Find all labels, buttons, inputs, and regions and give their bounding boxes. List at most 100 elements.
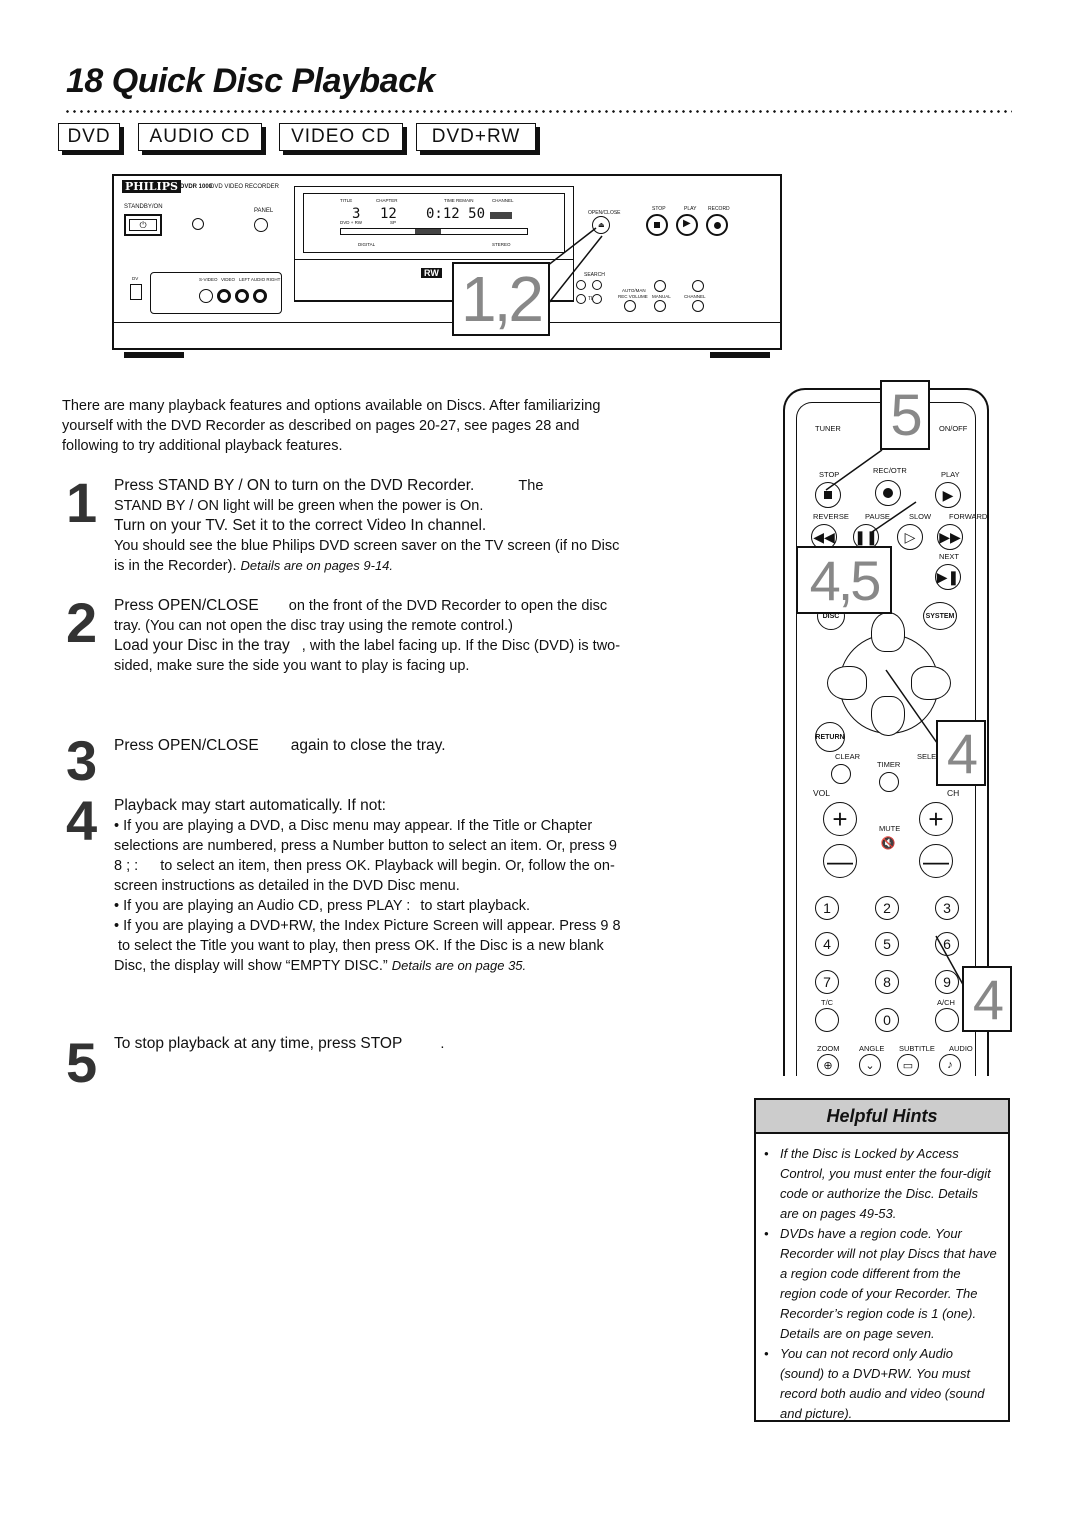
- tag-audio-cd: AUDIO CD: [138, 123, 266, 155]
- remote-stop-button: [815, 482, 841, 508]
- step-4-text: Playback may start automatically. If not…: [114, 797, 621, 974]
- display-progress-bar: [340, 228, 528, 235]
- step-4-number: 4: [66, 789, 98, 852]
- remote-reverse-button: ◀◀: [811, 524, 837, 550]
- remote-callout-5: 5: [880, 380, 930, 450]
- step-2-text: Press OPEN/CLOSE on the front of the DVD…: [114, 597, 621, 674]
- open-close-button: ⏏: [592, 216, 610, 234]
- manual-button: [654, 300, 666, 312]
- remote-num-2: 2: [875, 896, 899, 920]
- remote-callout-4-5: 4,5: [796, 546, 892, 614]
- remote-num-0: 0: [875, 1008, 899, 1032]
- remote-slow-button: ▷: [897, 524, 923, 550]
- panel-label: PANEL: [254, 208, 274, 214]
- front-inputs: S-VIDEO VIDEO LEFT AUDIO RIGHT: [150, 272, 282, 314]
- panel-button: [254, 218, 268, 232]
- display-time-value: 0:12 50: [426, 206, 486, 222]
- standby-label: STANDBY/ON: [124, 204, 163, 210]
- recorder-foot-left: [124, 352, 184, 358]
- display-channel-block: [490, 212, 512, 219]
- remote-ch-up-button: +: [919, 802, 953, 836]
- brand-logo: PHILIPS: [122, 180, 181, 193]
- step-1-text: Press STAND BY / ON to turn on the DVD R…: [114, 477, 620, 574]
- remote-mute-icon: 🔇: [879, 834, 897, 852]
- remote-record-button: [875, 480, 901, 506]
- helpful-hints-box: Helpful Hints If the Disc is Locked by A…: [754, 1098, 1010, 1422]
- remote-return-button: RETURN: [815, 722, 845, 752]
- model-label: DVDR 1000: [180, 184, 213, 190]
- display-chapter-value: 12: [380, 206, 397, 222]
- remote-clear-button: [831, 764, 851, 784]
- remote-angle-button: ⌄: [859, 1054, 881, 1076]
- rec-volume-button: [624, 300, 636, 312]
- hint-item: DVDs have a region code. Your Recorder w…: [764, 1224, 1000, 1344]
- channel-up-button: [692, 280, 704, 292]
- channel-down-button: [692, 300, 704, 312]
- hint-item: If the Disc is Locked by Access Control,…: [764, 1144, 1000, 1224]
- audio-right-jack: [253, 289, 267, 303]
- remote-audio-button: ♪: [939, 1054, 961, 1076]
- tag-dvd-rw: DVD+RW: [416, 123, 540, 155]
- remote-down-arrow: [871, 696, 905, 736]
- display-title-value: 3: [352, 206, 361, 222]
- dotted-divider: [64, 110, 1012, 113]
- standby-button: ⏻: [124, 214, 162, 236]
- remote-play-button: ▶: [935, 482, 961, 508]
- remote-next-button: ▶❚: [935, 564, 961, 590]
- dv-jack: [130, 284, 142, 300]
- remote-vol-down-button: —: [823, 844, 857, 878]
- helpful-hints-list: If the Disc is Locked by Access Control,…: [756, 1134, 1008, 1424]
- lcd-display: TITLE CHAPTER TIME REMAIN CHANNEL 3 12 0…: [303, 193, 565, 253]
- stop-button: [646, 214, 668, 236]
- auto-button: [654, 280, 666, 292]
- remote-forward-button: ▶▶: [937, 524, 963, 550]
- remote-timer-button: [879, 772, 899, 792]
- title-back-button: [576, 294, 586, 304]
- play-button: ▶: [676, 214, 698, 236]
- remote-num-7: 7: [815, 970, 839, 994]
- rw-logo: RW: [421, 268, 442, 278]
- remote-vol-up-button: +: [823, 802, 857, 836]
- video-jack: [217, 289, 231, 303]
- remote-num-1: 1: [815, 896, 839, 920]
- remote-num-9: 9: [935, 970, 959, 994]
- ir-sensor: [192, 218, 204, 230]
- remote-callout-4-nav: 4: [936, 720, 986, 786]
- page-title: 18 Quick Disc Playback: [66, 62, 435, 100]
- callout-1-2: 1,2: [452, 262, 550, 336]
- hint-item: You can not record only Audio (sound) to…: [764, 1344, 1000, 1424]
- recorder-base-line: [114, 322, 780, 323]
- helpful-hints-title: Helpful Hints: [756, 1100, 1008, 1134]
- remote-zoom-button: ⊕: [817, 1054, 839, 1076]
- remote-subtitle-button: ▭: [897, 1054, 919, 1076]
- record-button: [706, 214, 728, 236]
- disc-tray: RW: [295, 259, 573, 301]
- step-3-text: Press OPEN/CLOSE again to close the tray…: [114, 737, 446, 754]
- remote-num-4: 4: [815, 932, 839, 956]
- tag-dvd: DVD: [58, 123, 124, 155]
- recorder-foot-right: [710, 352, 770, 358]
- display-panel: TITLE CHAPTER TIME REMAIN CHANNEL 3 12 0…: [294, 186, 574, 302]
- remote-ach-button: [935, 1008, 959, 1032]
- remote-system-button: SYSTEM: [923, 602, 957, 630]
- remote-num-5: 5: [875, 932, 899, 956]
- audio-left-jack: [235, 289, 249, 303]
- remote-num-3: 3: [935, 896, 959, 920]
- remote-num-8: 8: [875, 970, 899, 994]
- intro-paragraph: There are many playback features and opt…: [62, 398, 601, 454]
- remote-ch-down-button: —: [919, 844, 953, 878]
- step-2-number: 2: [66, 591, 98, 654]
- remote-left-arrow: [827, 666, 867, 700]
- search-fwd-button: [592, 280, 602, 290]
- search-back-button: [576, 280, 586, 290]
- remote-up-arrow: [871, 612, 905, 652]
- step-5-number: 5: [66, 1031, 98, 1094]
- model-desc: DVD VIDEO RECORDER: [210, 184, 280, 190]
- step-5-text: To stop playback at any time, press STOP…: [114, 1035, 445, 1052]
- tag-video-cd: VIDEO CD: [279, 123, 407, 155]
- step-1-number: 1: [66, 471, 98, 534]
- step-3-number: 3: [66, 729, 98, 792]
- dvd-recorder-illustration: PHILIPS DVDR 1000 DVD VIDEO RECORDER STA…: [112, 174, 782, 358]
- remote-num-6: 6: [935, 932, 959, 956]
- remote-callout-4-numbers: 4: [962, 966, 1012, 1032]
